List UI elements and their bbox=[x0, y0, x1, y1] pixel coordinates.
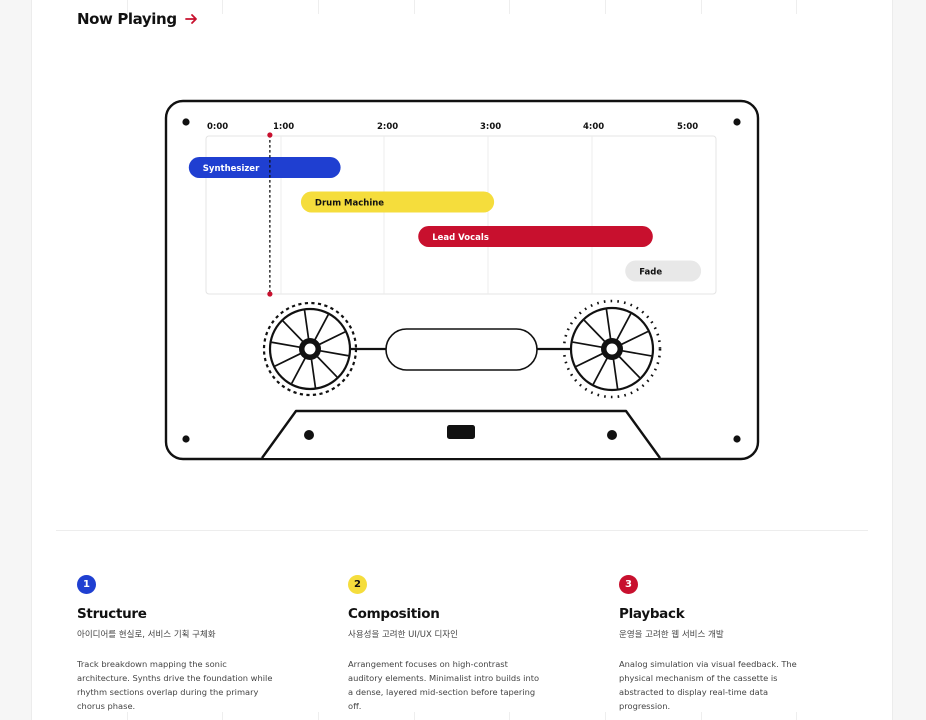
screw-icon bbox=[733, 118, 741, 126]
bottom-grid-lines bbox=[32, 712, 892, 720]
time-label: 2:00 bbox=[377, 122, 398, 132]
feature-description: Analog simulation via visual feedback. T… bbox=[619, 659, 797, 711]
track-bar-synthesizer[interactable]: Synthesizer bbox=[188, 157, 341, 178]
feature-title: Structure bbox=[77, 606, 147, 622]
track-bar-lead-vocals[interactable]: Lead Vocals bbox=[418, 226, 653, 247]
track-bar-drum-machine[interactable]: Drum Machine bbox=[300, 191, 495, 213]
feature-description: Arrangement focuses on high-contrast aud… bbox=[348, 659, 540, 711]
track-label: Synthesizer bbox=[203, 164, 260, 174]
now-playing-header[interactable]: Now Playing bbox=[77, 10, 199, 28]
right-reel-icon bbox=[562, 299, 662, 399]
time-label: 1:00 bbox=[273, 122, 294, 132]
time-label: 3:00 bbox=[480, 122, 501, 132]
feature-title: Composition bbox=[348, 606, 440, 622]
screw-icon bbox=[733, 435, 741, 443]
feature-playback: 3 Playback 운영을 고려한 웹 서비스 개발 Analog simul… bbox=[619, 575, 819, 713]
arrow-right-icon[interactable] bbox=[184, 12, 199, 26]
feature-description: Track breakdown mapping the sonic archit… bbox=[77, 659, 273, 711]
feature-subtitle: 사용성을 고려한 UI/UX 디자인 bbox=[348, 630, 458, 640]
track-label: Lead Vocals bbox=[432, 233, 489, 243]
cassette-illustration: 0:00 1:00 2:00 3:00 4:00 5:00 Synthesize… bbox=[164, 99, 760, 461]
screw-icon bbox=[182, 118, 190, 126]
time-label: 5:00 bbox=[677, 122, 698, 132]
track-bar-fade[interactable]: Fade bbox=[625, 260, 702, 282]
feature-number-badge: 2 bbox=[348, 575, 367, 594]
track-label: Drum Machine bbox=[315, 199, 384, 209]
feature-composition: 2 Composition 사용성을 고려한 UI/UX 디자인 Arrange… bbox=[348, 575, 548, 713]
feature-subtitle: 운영을 고려한 웹 서비스 개발 bbox=[619, 630, 724, 640]
track-label: Fade bbox=[639, 268, 662, 278]
feature-title: Playback bbox=[619, 606, 685, 622]
time-label: 0:00 bbox=[207, 122, 228, 132]
feature-structure: 1 Structure 아이디어를 현실로, 서비스 기획 구체화 Track … bbox=[77, 575, 277, 713]
tape-window bbox=[385, 328, 538, 371]
page-title: Now Playing bbox=[77, 10, 177, 28]
feature-subtitle: 아이디어를 현실로, 서비스 기획 구체화 bbox=[77, 630, 216, 640]
screw-icon bbox=[182, 435, 190, 443]
section-divider bbox=[56, 530, 868, 531]
playhead[interactable] bbox=[267, 132, 273, 297]
left-reel-icon bbox=[262, 301, 358, 397]
feature-number-badge: 3 bbox=[619, 575, 638, 594]
time-label: 4:00 bbox=[583, 122, 604, 132]
top-grid-lines bbox=[32, 0, 892, 14]
timeline-time-labels: 0:00 1:00 2:00 3:00 4:00 5:00 bbox=[207, 122, 698, 132]
page: Now Playing 0:00 1:00 2:00 3:00 4:00 5:0… bbox=[31, 0, 893, 720]
feature-number-badge: 1 bbox=[77, 575, 96, 594]
